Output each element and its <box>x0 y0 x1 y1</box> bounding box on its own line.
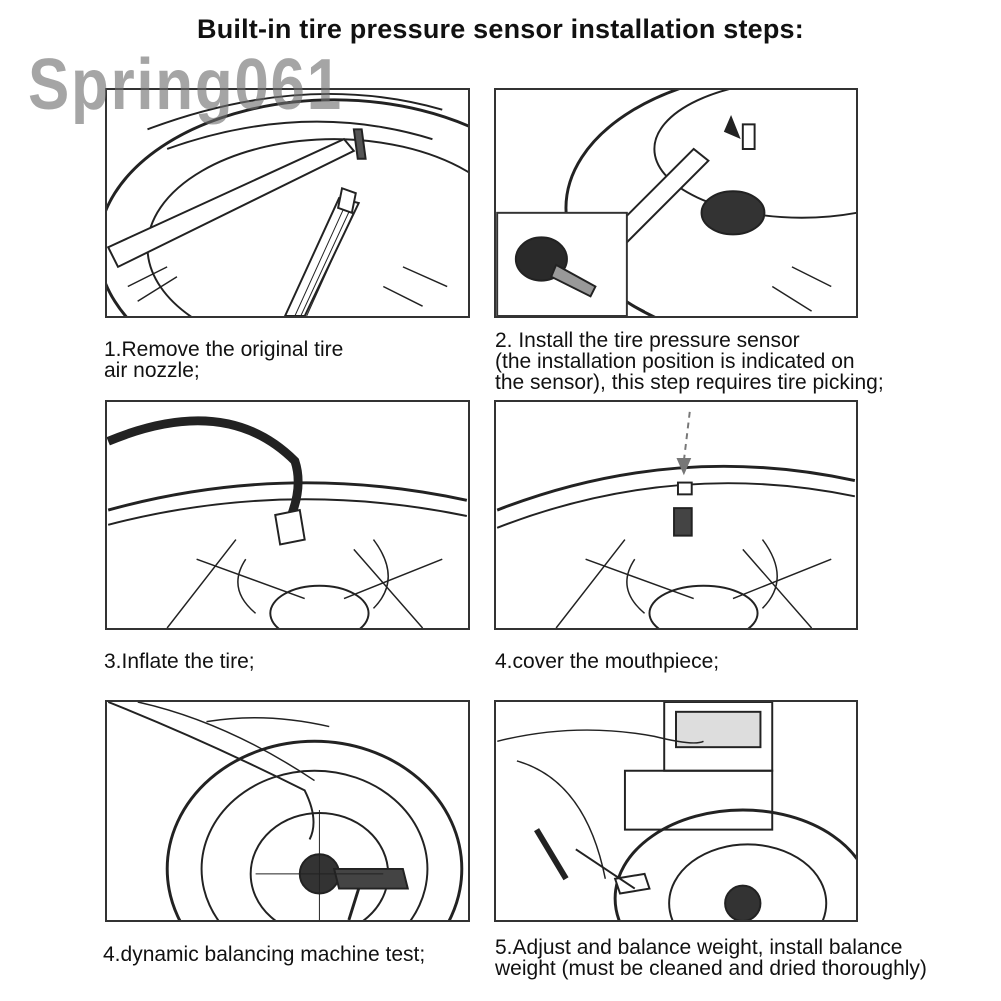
sensor-install-drawing <box>496 90 856 316</box>
step-2-line-3: the sensor), this step requires tire pic… <box>495 371 884 394</box>
step-6-illustration <box>494 700 858 922</box>
step-5-caption: 4.dynamic balancing machine test; <box>103 944 425 965</box>
step-1-line-1: 1.Remove the original tire <box>104 338 344 361</box>
tire-nozzle-removal-drawing <box>107 92 468 316</box>
step-4-illustration <box>494 400 858 630</box>
step-3-caption: 3.Inflate the tire; <box>104 651 255 672</box>
step-6-line-2: weight (must be cleaned and dried thorou… <box>495 957 927 980</box>
balance-weight-drawing <box>497 702 856 920</box>
step-2-line-1: 2. Install the tire pressure sensor <box>495 329 800 352</box>
balancing-machine-drawing <box>107 702 464 920</box>
step-3-illustration <box>105 400 470 630</box>
cover-mouthpiece-drawing <box>496 411 856 628</box>
step-1-caption: 1.Remove the original tire air nozzle; <box>104 339 343 381</box>
step-1-illustration <box>105 88 470 318</box>
step-4-caption: 4.cover the mouthpiece; <box>495 651 719 672</box>
step-2-illustration <box>494 88 858 318</box>
step-2-line-2: (the installation position is indicated … <box>495 350 855 373</box>
step-1-line-2: air nozzle; <box>104 359 200 382</box>
page-title: Built-in tire pressure sensor installati… <box>197 14 804 44</box>
step-2-caption: 2. Install the tire pressure sensor (the… <box>495 330 884 393</box>
step-6-caption: 5.Adjust and balance weight, install bal… <box>495 937 927 979</box>
step-3-line-1: 3.Inflate the tire; <box>104 650 255 673</box>
step-6-line-1: 5.Adjust and balance weight, install bal… <box>495 936 903 959</box>
tire-inflation-drawing <box>107 416 468 628</box>
step-5-illustration <box>105 700 470 922</box>
step-5-line-1: 4.dynamic balancing machine test; <box>103 943 426 966</box>
step-4-line-1: 4.cover the mouthpiece; <box>495 650 720 673</box>
